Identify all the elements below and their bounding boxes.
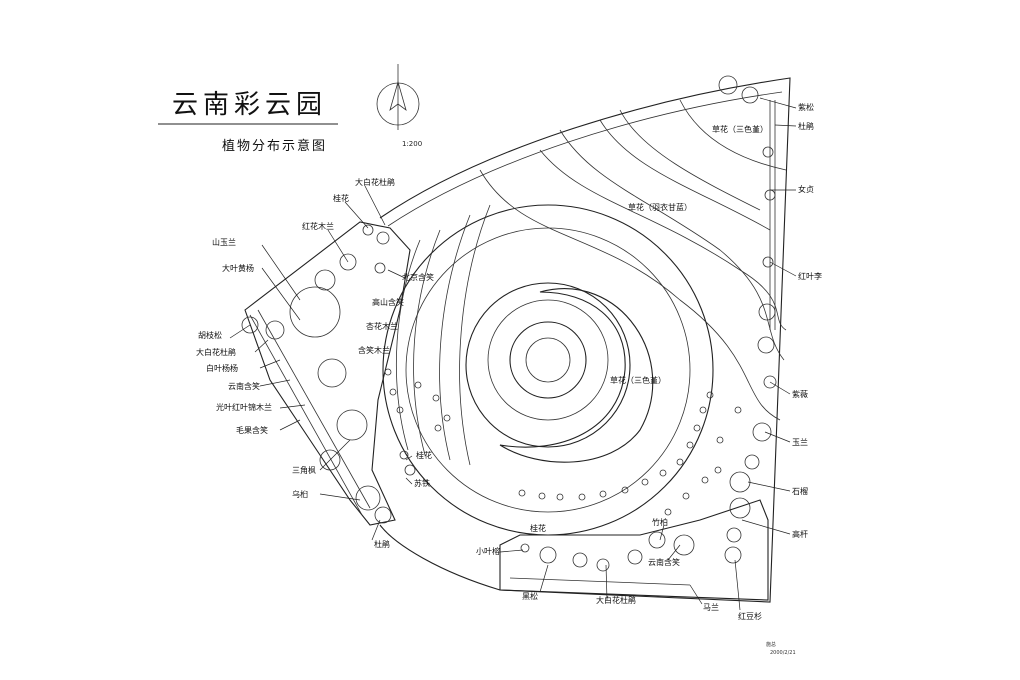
label-caohua-sanse-center: 草花（三色堇） bbox=[610, 376, 666, 385]
central-circles bbox=[382, 204, 714, 536]
label-ziwei: 紫薇 bbox=[792, 390, 808, 399]
label-ziyong: 紫松 bbox=[798, 103, 814, 112]
label-guihua-mid: 桂花 bbox=[416, 451, 432, 460]
contour-lines bbox=[479, 99, 787, 421]
label-yiying-mulan: 杏花木兰 bbox=[366, 322, 398, 331]
label-hongdoushan: 红豆杉 bbox=[738, 612, 762, 621]
label-leaders bbox=[229, 97, 797, 611]
date-text: 2000/2/21 bbox=[770, 650, 796, 656]
label-gaoshan-chaoxiao: 高山含笑 bbox=[372, 298, 404, 307]
shrub-dots bbox=[384, 368, 742, 516]
label-caohua-sanse-top: 草花（三色堇） bbox=[712, 125, 768, 134]
label-baiyeyangyang: 白叶杨杨 bbox=[206, 364, 238, 373]
label-dabaihua-dujuan-bottom: 大白花杜鹃 bbox=[596, 596, 636, 605]
label-xiaoyeyong: 小叶榕 bbox=[476, 547, 500, 556]
label-zhuohuagui: 竹柏 bbox=[652, 518, 668, 527]
label-yulan-r: 玉兰 bbox=[792, 438, 808, 447]
arc-path-1 bbox=[395, 239, 421, 451]
label-dabaihua-dujuan-top: 大白花杜鹃 bbox=[355, 178, 395, 187]
left-walk-line bbox=[249, 314, 363, 516]
scale-text: 1:200 bbox=[402, 140, 423, 148]
label-honghuamulan: 红花木兰 bbox=[302, 222, 334, 231]
label-yunnan-chaxiao: 云南含笑 bbox=[648, 558, 680, 567]
diagram-title: 云南彩云园 bbox=[172, 90, 328, 120]
arc-path-3 bbox=[439, 214, 471, 461]
bottom-planting-bed bbox=[499, 499, 769, 601]
label-dujuan-bottom: 杜鹃 bbox=[374, 540, 390, 549]
label-sudie: 苏铁 bbox=[414, 479, 430, 488]
diagram-subtitle: 植物分布示意图 bbox=[222, 139, 328, 154]
tree-symbols bbox=[241, 75, 777, 572]
label-dayehuangyang: 大叶黄杨 bbox=[222, 264, 254, 273]
label-beiyixiaoxiao: 北京含笑 bbox=[402, 273, 434, 282]
label-hongbaichun: 胡枝松 bbox=[198, 331, 222, 340]
label-caohua-yuyi: 草花（羽衣甘蓝） bbox=[628, 203, 692, 212]
label-hongyeli: 红叶李 bbox=[798, 272, 822, 281]
site-inner-edge bbox=[387, 91, 783, 227]
label-nvzhen: 女贞 bbox=[798, 185, 814, 194]
label-maoqie: 马兰 bbox=[703, 603, 719, 612]
label-shanyulan: 山玉兰 bbox=[212, 238, 236, 247]
bottom-hedge-line bbox=[509, 577, 691, 586]
signature-text: 施总 bbox=[766, 642, 777, 648]
label-guihua-top: 桂花 bbox=[333, 194, 349, 203]
label-maomu: 乌桕 bbox=[292, 490, 308, 499]
label-sanjiaofeng: 三角枫 bbox=[292, 466, 316, 475]
label-dabaihua-dujuan-left: 大白花杜鹃 bbox=[196, 348, 236, 357]
label-chuanzhou: 高杆 bbox=[792, 530, 808, 539]
label-maoguo-chaoxiao: 毛果含笑 bbox=[236, 426, 268, 435]
label-dujuan-tr: 杜鹃 bbox=[798, 122, 814, 131]
arc-path-4 bbox=[459, 204, 491, 466]
label-guihua-bottom: 桂花 bbox=[530, 524, 546, 533]
left-walk-line-2 bbox=[257, 309, 371, 509]
north-arrow-icon bbox=[376, 64, 420, 130]
left-planting-bed bbox=[244, 221, 411, 526]
crescent-bed bbox=[499, 288, 654, 463]
label-heisong: 黑松 bbox=[522, 592, 538, 601]
label-yingxiao-mulan: 含笑木兰 bbox=[358, 346, 390, 355]
arc-path-2 bbox=[413, 229, 441, 456]
label-yunnanhan: 云南含笑 bbox=[228, 382, 260, 391]
label-guangyeyejiang: 光叶红叶锦木兰 bbox=[216, 403, 272, 412]
label-shiliu: 石榴 bbox=[792, 487, 808, 496]
site-boundary bbox=[379, 77, 791, 603]
